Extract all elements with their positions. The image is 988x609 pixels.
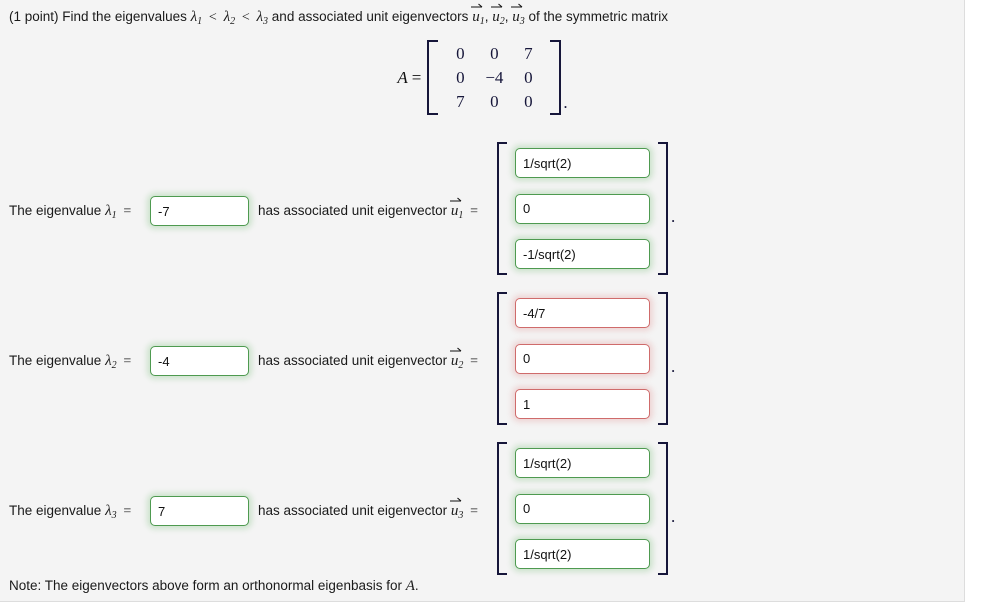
- eigenvalue-label-1: The eigenvalue λ1 =: [9, 203, 132, 221]
- vector-period: .: [671, 356, 676, 376]
- eigen-row: The eigenvalue λ1 = has associated unit …: [0, 138, 965, 278]
- vector-right-bracket: [658, 292, 668, 425]
- matrix-cell: 0: [456, 68, 465, 87]
- points-label: (1 point): [9, 9, 59, 24]
- prompt-text-2: and associated unit eigenvectors: [271, 9, 469, 24]
- comma-2: ,: [504, 9, 509, 24]
- matrix-right-bracket: [550, 40, 562, 115]
- matrix-display: A = 0 0 7 0 −4 0 7 0 0 .: [0, 40, 965, 115]
- eigenvalue-label-2: The eigenvalue λ2 =: [9, 353, 132, 371]
- eigenvector-block-2: .: [497, 292, 675, 425]
- eigenvector-label-3: has associated unit eigenvector u3 =: [258, 497, 481, 521]
- vector-fields: [507, 142, 658, 275]
- eigenvector-label-2: has associated unit eigenvector u2 =: [258, 347, 481, 371]
- matrix-cell: 7: [524, 44, 533, 63]
- eigen-row: The eigenvalue λ2 = has associated unit …: [0, 288, 965, 428]
- eigenvalue-input-2[interactable]: [150, 346, 249, 376]
- vector-left-bracket: [497, 292, 507, 425]
- matrix-period: .: [563, 93, 568, 112]
- matrix-cell: 0: [524, 92, 533, 111]
- note-matrix-ref: A: [405, 578, 415, 594]
- eigenvector-input-3-row-2[interactable]: [515, 493, 650, 524]
- less-than-operator-2: <: [241, 10, 250, 25]
- lambda-2-symbol: λ2: [223, 9, 236, 27]
- prompt-text-3: of the symmetric matrix: [528, 9, 669, 24]
- eigenvalue-input-3[interactable]: [150, 496, 249, 526]
- matrix-cell: 7: [456, 92, 465, 111]
- vector-arrow-icon: [511, 3, 523, 8]
- vector-fields: [507, 292, 658, 425]
- eigen-row: The eigenvalue λ3 = has associated unit …: [0, 438, 965, 578]
- eigenvector-input-2-row-1[interactable]: [515, 298, 650, 328]
- eigenvector-input-1-row-2[interactable]: [515, 193, 650, 224]
- matrix-left-bracket: [427, 40, 439, 115]
- vector-fields: [507, 442, 658, 575]
- eigenvector-input-1-row-3[interactable]: [515, 239, 650, 269]
- vector-period: .: [671, 506, 676, 526]
- eigenvector-block-1: .: [497, 142, 675, 275]
- eigenvector-input-2-row-2[interactable]: [515, 343, 650, 374]
- eigenvalue-label-3: The eigenvalue λ3 =: [9, 503, 132, 521]
- vector-left-bracket: [497, 442, 507, 575]
- eigenvector-input-3-row-3[interactable]: [515, 539, 650, 569]
- vector-arrow-icon: [449, 197, 462, 202]
- less-than-operator-1: <: [208, 10, 217, 25]
- matrix-cell: 0: [456, 44, 465, 63]
- eigenvector-block-3: .: [497, 442, 675, 575]
- lambda-3-symbol: λ3: [256, 9, 269, 27]
- vector-arrow-icon: [449, 347, 462, 352]
- note-text: Note: The eigenvectors above form an ort…: [9, 578, 419, 595]
- matrix-cell: 0: [490, 44, 499, 63]
- eigenvector-input-2-row-3[interactable]: [515, 389, 650, 419]
- matrix-cell: −4: [485, 68, 504, 87]
- vector-left-bracket: [497, 142, 507, 275]
- u-1-vector-symbol: u1: [471, 3, 485, 27]
- vector-arrow-icon: [449, 497, 462, 502]
- prompt-text-1: Find the eigenvalues: [62, 9, 187, 24]
- lambda-1-symbol: λ1: [190, 9, 203, 27]
- matrix-equals: =: [411, 67, 422, 87]
- problem-panel: (1 point) Find the eigenvalues λ1 < λ2 <…: [0, 0, 965, 602]
- matrix-name: A: [397, 67, 408, 87]
- problem-statement: (1 point) Find the eigenvalues λ1 < λ2 <…: [9, 3, 669, 27]
- note-period: .: [414, 578, 419, 593]
- u-2-vector-symbol: u2: [491, 3, 505, 27]
- eigenvector-input-1-row-1[interactable]: [515, 148, 650, 178]
- note-body: Note: The eigenvectors above form an ort…: [9, 578, 406, 593]
- matrix-grid: 0 0 7 0 −4 0 7 0 0: [438, 40, 550, 115]
- eigenvector-label-1: has associated unit eigenvector u1 =: [258, 197, 481, 221]
- matrix-cell: 0: [490, 92, 499, 111]
- vector-arrow-icon: [471, 3, 483, 8]
- comma-1: ,: [484, 9, 489, 24]
- u-3-vector-symbol: u3: [511, 3, 525, 27]
- eigenvalue-input-1[interactable]: [150, 196, 249, 226]
- vector-period: .: [671, 206, 676, 226]
- vector-right-bracket: [658, 442, 668, 575]
- matrix-cell: 0: [524, 68, 533, 87]
- vector-right-bracket: [658, 142, 668, 275]
- eigenvector-input-3-row-1[interactable]: [515, 448, 650, 478]
- vector-arrow-icon: [491, 3, 503, 8]
